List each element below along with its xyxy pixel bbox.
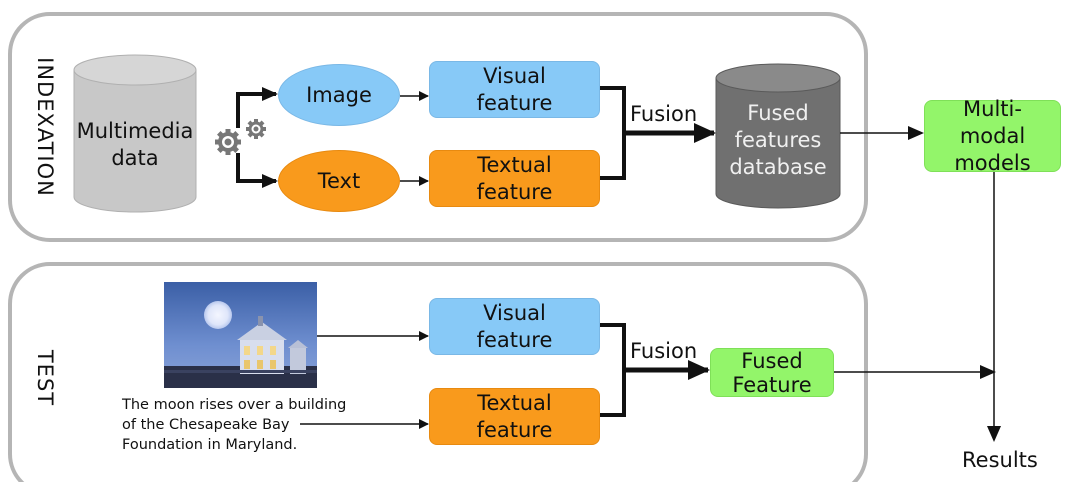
photo-caption: The moon rises over a building of the Ch… xyxy=(122,395,346,455)
house-moon-photo xyxy=(164,282,317,388)
test-label: TEST xyxy=(33,349,57,407)
multimedia-data-cylinder xyxy=(73,54,197,213)
caption-line-2: of the Chesapeake Bay xyxy=(122,417,290,433)
indexation-textual-feature: Textual feature xyxy=(429,150,600,207)
text-node: Text xyxy=(278,150,400,212)
fused-database-label: Fused features database xyxy=(729,100,827,179)
test-fusion-label: Fusion xyxy=(630,339,698,363)
test-textual-feature: Textual feature xyxy=(429,388,600,445)
fused-feature-node: Fused Feature xyxy=(710,348,834,397)
arrow-to-image xyxy=(236,87,278,128)
indexation-panel xyxy=(8,12,868,242)
fused-database-cylinder xyxy=(715,63,841,209)
indexation-fusion-label: Fusion xyxy=(630,102,698,126)
caption-line-1: The moon rises over a building xyxy=(122,397,347,413)
results-label: Results xyxy=(962,448,1038,472)
multimodal-models-node: Multi-modal models xyxy=(924,97,1061,175)
multimedia-data-label: Multimedia data xyxy=(76,119,194,170)
indexation-visual-feature: Visual feature xyxy=(429,61,600,118)
image-node: Image xyxy=(278,64,400,126)
caption-line-3: Foundation in Maryland. xyxy=(122,437,298,453)
indexation-label: INDEXATION xyxy=(33,57,57,197)
gears-icon xyxy=(215,119,266,155)
arrow-to-text xyxy=(236,153,278,188)
photo-canvas xyxy=(164,282,317,388)
test-visual-feature: Visual feature xyxy=(429,298,600,355)
